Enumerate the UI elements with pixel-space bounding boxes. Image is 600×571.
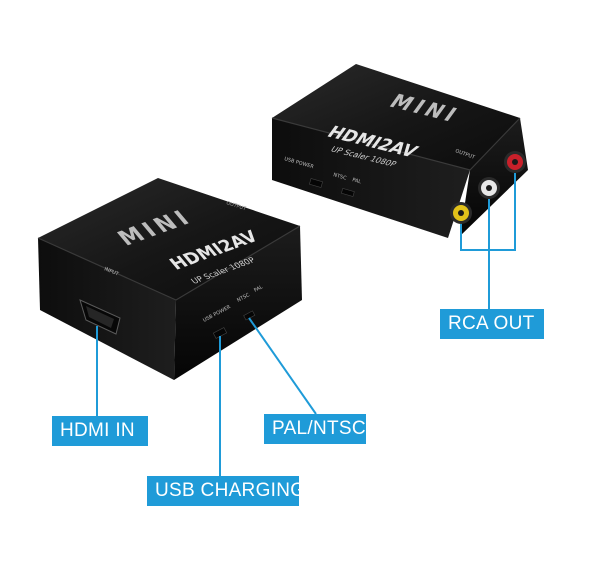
usb-charging-callout: USB CHARGING (147, 476, 305, 506)
adapter-front-top-face (38, 178, 300, 300)
adapter-front-view: MINI HDMI2AV UP Scaler 1080P INPUT USB P… (37, 178, 302, 380)
pal-ntsc-leader-line (248, 317, 317, 415)
adapter-front-switch (243, 310, 256, 321)
adapter-back-pal-label: PAL (351, 177, 361, 185)
adapter-back-side-face (272, 118, 470, 238)
adapter-back-ntsc-label: NTSC (332, 172, 347, 182)
adapter-back-output-face (460, 118, 528, 236)
rca-jack-yellow (450, 202, 472, 224)
adapter-front-ntsc-label: NTSC (236, 292, 251, 304)
adapter-back-view: MINI HDMI2AV UP Scaler 1080P USB POWER N… (271, 64, 528, 238)
callout-lines (96, 173, 516, 476)
pal-ntsc-callout: PAL/NTSC (264, 414, 366, 444)
adapter-back-usb-port (309, 178, 323, 188)
rca-jack-white (478, 177, 500, 199)
adapter-front-pal-label: PAL (253, 284, 264, 294)
adapter-front-input-face (38, 238, 176, 380)
rca-leader-line (460, 199, 490, 251)
adapter-front-side-face (174, 226, 302, 380)
adapter-front-usb-port (212, 327, 228, 339)
adapter-back-switch (341, 188, 355, 197)
adapter-back-top-face (272, 64, 520, 170)
hdmi-in-callout: HDMI IN (52, 416, 148, 446)
adapter-front-input-label: INPUT (103, 266, 120, 278)
rca-jack-red (504, 151, 526, 173)
rca-out-callout: RCA OUT (440, 309, 544, 339)
